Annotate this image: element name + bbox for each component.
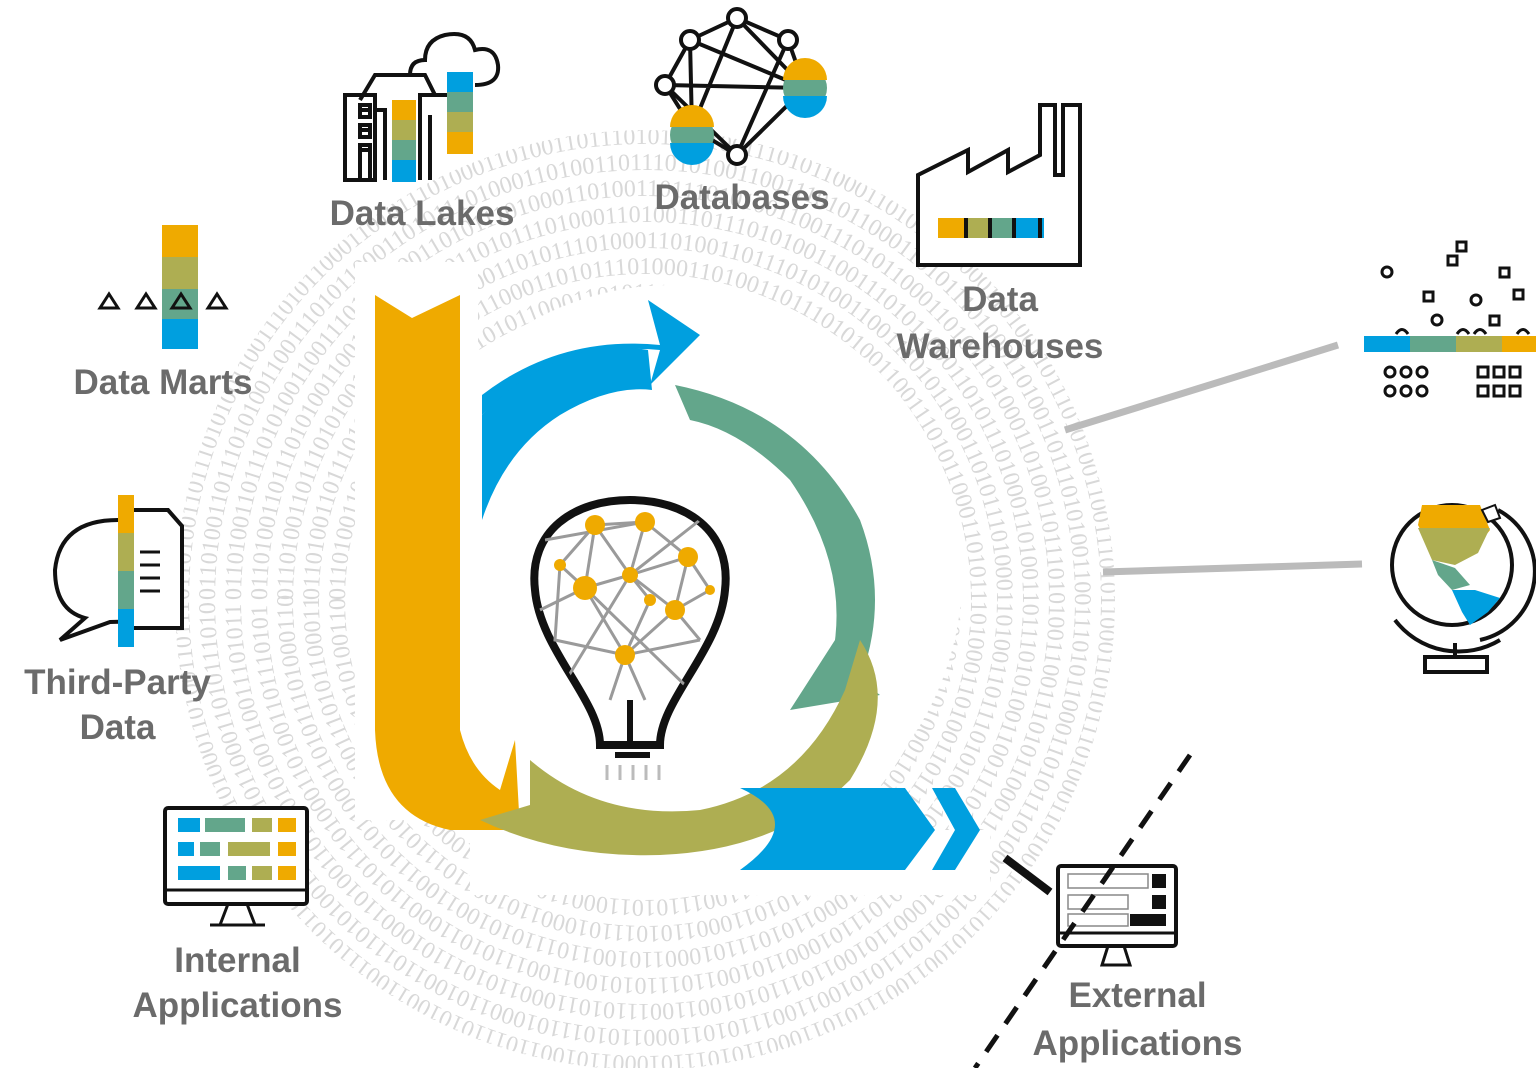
chat-document-icon (52, 495, 184, 647)
data-lakes-label: Data Lakes (329, 194, 515, 233)
connector-line-top (1063, 341, 1340, 434)
factory-icon (916, 103, 1082, 267)
data-marts-label: Data Marts (73, 363, 253, 402)
triangles-stack-icon (97, 225, 229, 349)
scattered-shapes-icon (1364, 240, 1536, 398)
yellow-arrow (375, 295, 520, 830)
internal-monitor-dashboard-icon (163, 806, 309, 927)
external-monitor-dashboard-icon (1002, 854, 1178, 967)
third-party-label-line2: Data (79, 708, 156, 747)
data-lakes-color-bars (392, 72, 473, 182)
external-apps-label-line2: Applications (1032, 1024, 1243, 1063)
network-nodes-icon (654, 7, 827, 166)
blue-chevron-tip (932, 788, 980, 870)
yellow-arrow-tip (375, 340, 460, 405)
cycle-arrows (375, 295, 980, 870)
boundary-dashed-line (972, 753, 1193, 1068)
external-apps-label-line1: External (1068, 976, 1207, 1015)
databases-label: Databases (654, 178, 830, 217)
data-warehouses-label-line1: Data (962, 280, 1038, 319)
lightbulb-network-icon (530, 495, 730, 780)
globe-icon (1390, 503, 1536, 674)
blue-chevron-arrow (740, 788, 935, 870)
third-party-label-line1: Third-Party (24, 663, 211, 702)
internal-apps-label-line1: Internal (174, 941, 301, 980)
internal-apps-label-line2: Applications (132, 986, 343, 1025)
building-cloud-icon (343, 32, 501, 182)
connector-line-bottom (1102, 560, 1363, 576)
data-warehouses-label-line2: Warehouses (896, 327, 1104, 366)
